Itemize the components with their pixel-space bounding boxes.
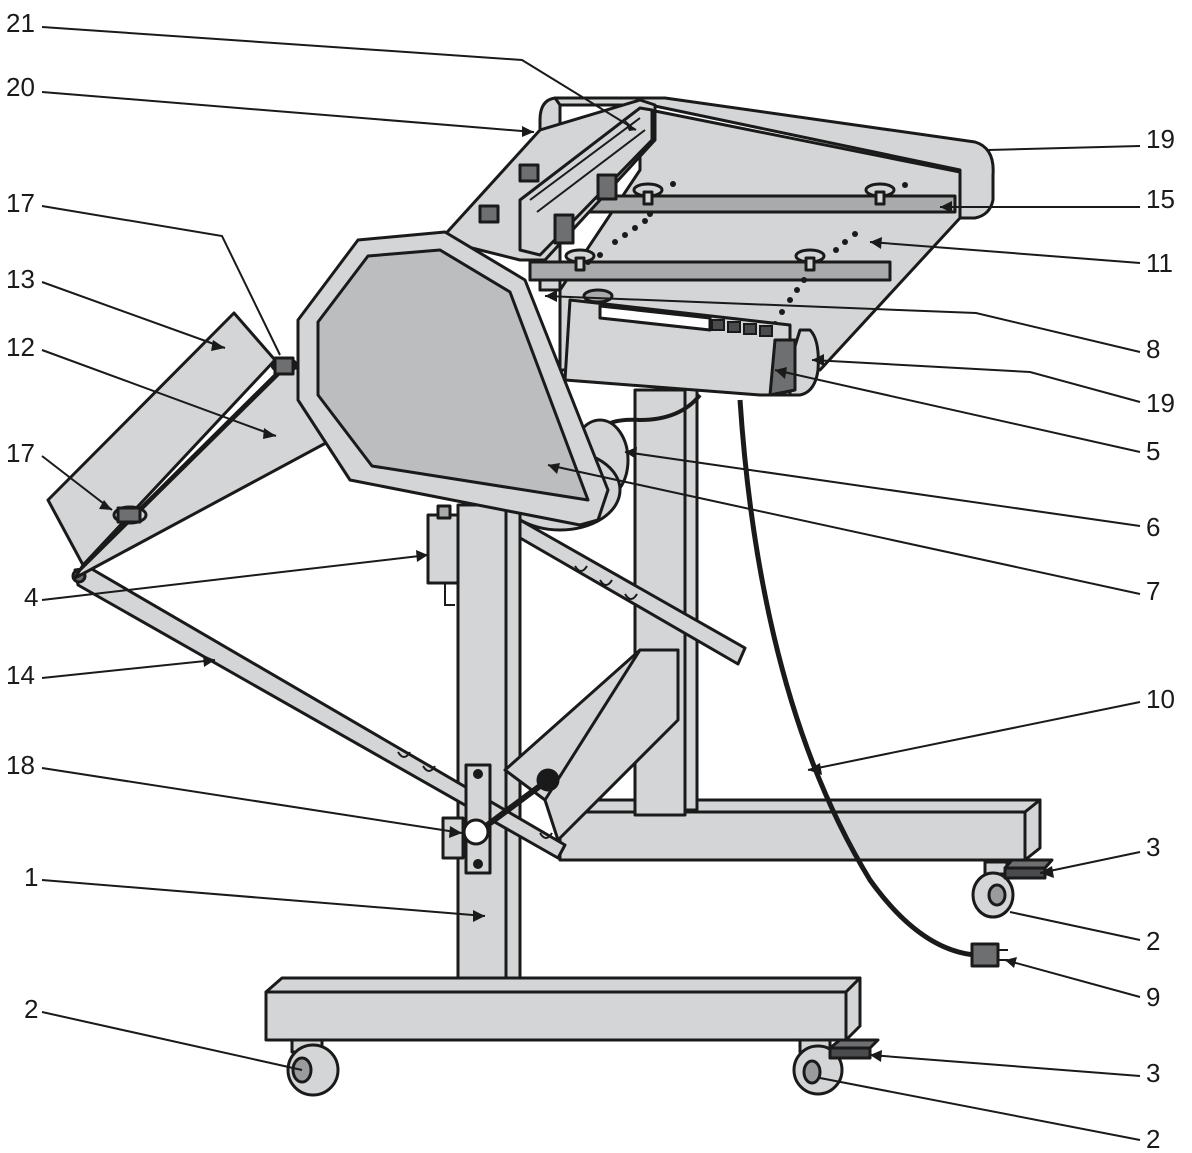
leader-20 [41,91,535,133]
callout-2-right: 2 [1146,926,1160,956]
callout-21: 21 [6,8,35,38]
leader-11 [869,241,1141,264]
sensor-box [426,504,460,606]
back-base-beam [558,798,1042,862]
leader-10 [807,701,1141,771]
callout-20: 20 [6,72,35,102]
callout-5: 5 [1146,436,1160,466]
callout-1: 1 [24,862,38,892]
callout-18: 18 [6,750,35,780]
callout-17-top: 17 [6,188,35,218]
front-base-beam [264,976,862,1042]
leader-lines [41,26,1141,1141]
leader-13 [41,281,226,349]
rail-clamp [478,163,618,245]
leader-6 [624,451,1141,527]
callout-9: 9 [1146,982,1160,1012]
leader-12 [41,349,277,437]
front-upright [456,498,522,997]
callout-19-bottom: 19 [1146,388,1175,418]
leader-2-bottom [819,1077,1141,1141]
back-caster-brake-pedal [1003,858,1054,880]
callout-4: 4 [24,582,38,612]
leader-2-left [41,1011,303,1071]
front-caster-left [286,1038,340,1097]
callout-19-top: 19 [1146,124,1175,154]
power-plug [970,942,1008,968]
height-lock [441,763,560,875]
leader-1 [41,879,486,917]
front-caster-brake-pedal [828,1038,880,1060]
callout-8: 8 [1146,334,1160,364]
back-caster-right [971,860,1015,919]
leader-7 [547,464,1141,595]
callout-11: 11 [1146,248,1173,278]
callout-15: 15 [1146,184,1175,214]
leader-5 [774,369,1141,453]
callout-14: 14 [6,660,35,690]
feed-table-knob [112,356,298,525]
callout-2-left: 2 [24,994,38,1024]
callout-3-bottom: 3 [1146,1058,1160,1088]
callout-12: 12 [6,332,35,362]
arrowheads [99,119,1054,1062]
side-panel [296,230,610,527]
leader-21 [41,26,637,131]
leader-17-top [41,205,281,356]
plotter-main-body [563,288,797,397]
callout-13: 13 [6,264,35,294]
leader-3-top [1039,851,1141,874]
leader-3-bottom [869,1054,1141,1077]
leader-2-right [1009,911,1141,941]
platen-knob [564,182,896,272]
callout-2-bottom: 2 [1146,1124,1160,1153]
callout-labels: 21 20 17 13 12 17 4 14 18 1 2 19 15 11 8… [6,8,1175,1153]
leader-19-bottom [811,359,1141,403]
leader-19-top [987,145,1141,151]
power-cable [737,399,976,958]
leader-14 [41,659,216,679]
leader-4 [41,554,429,601]
callout-17-bottom: 17 [6,438,35,468]
control-panel-keys [711,319,773,337]
leader-8 [544,295,1141,353]
media-guide-rail [528,194,957,282]
callout-7: 7 [1146,576,1160,606]
leader-17-bottom [41,455,113,511]
callout-6: 6 [1146,512,1160,542]
basket-arm-back [513,518,747,666]
leader-18 [41,767,463,834]
callout-10: 10 [1146,684,1175,714]
callout-3-top: 3 [1146,832,1160,862]
leader-9 [1004,959,1141,998]
